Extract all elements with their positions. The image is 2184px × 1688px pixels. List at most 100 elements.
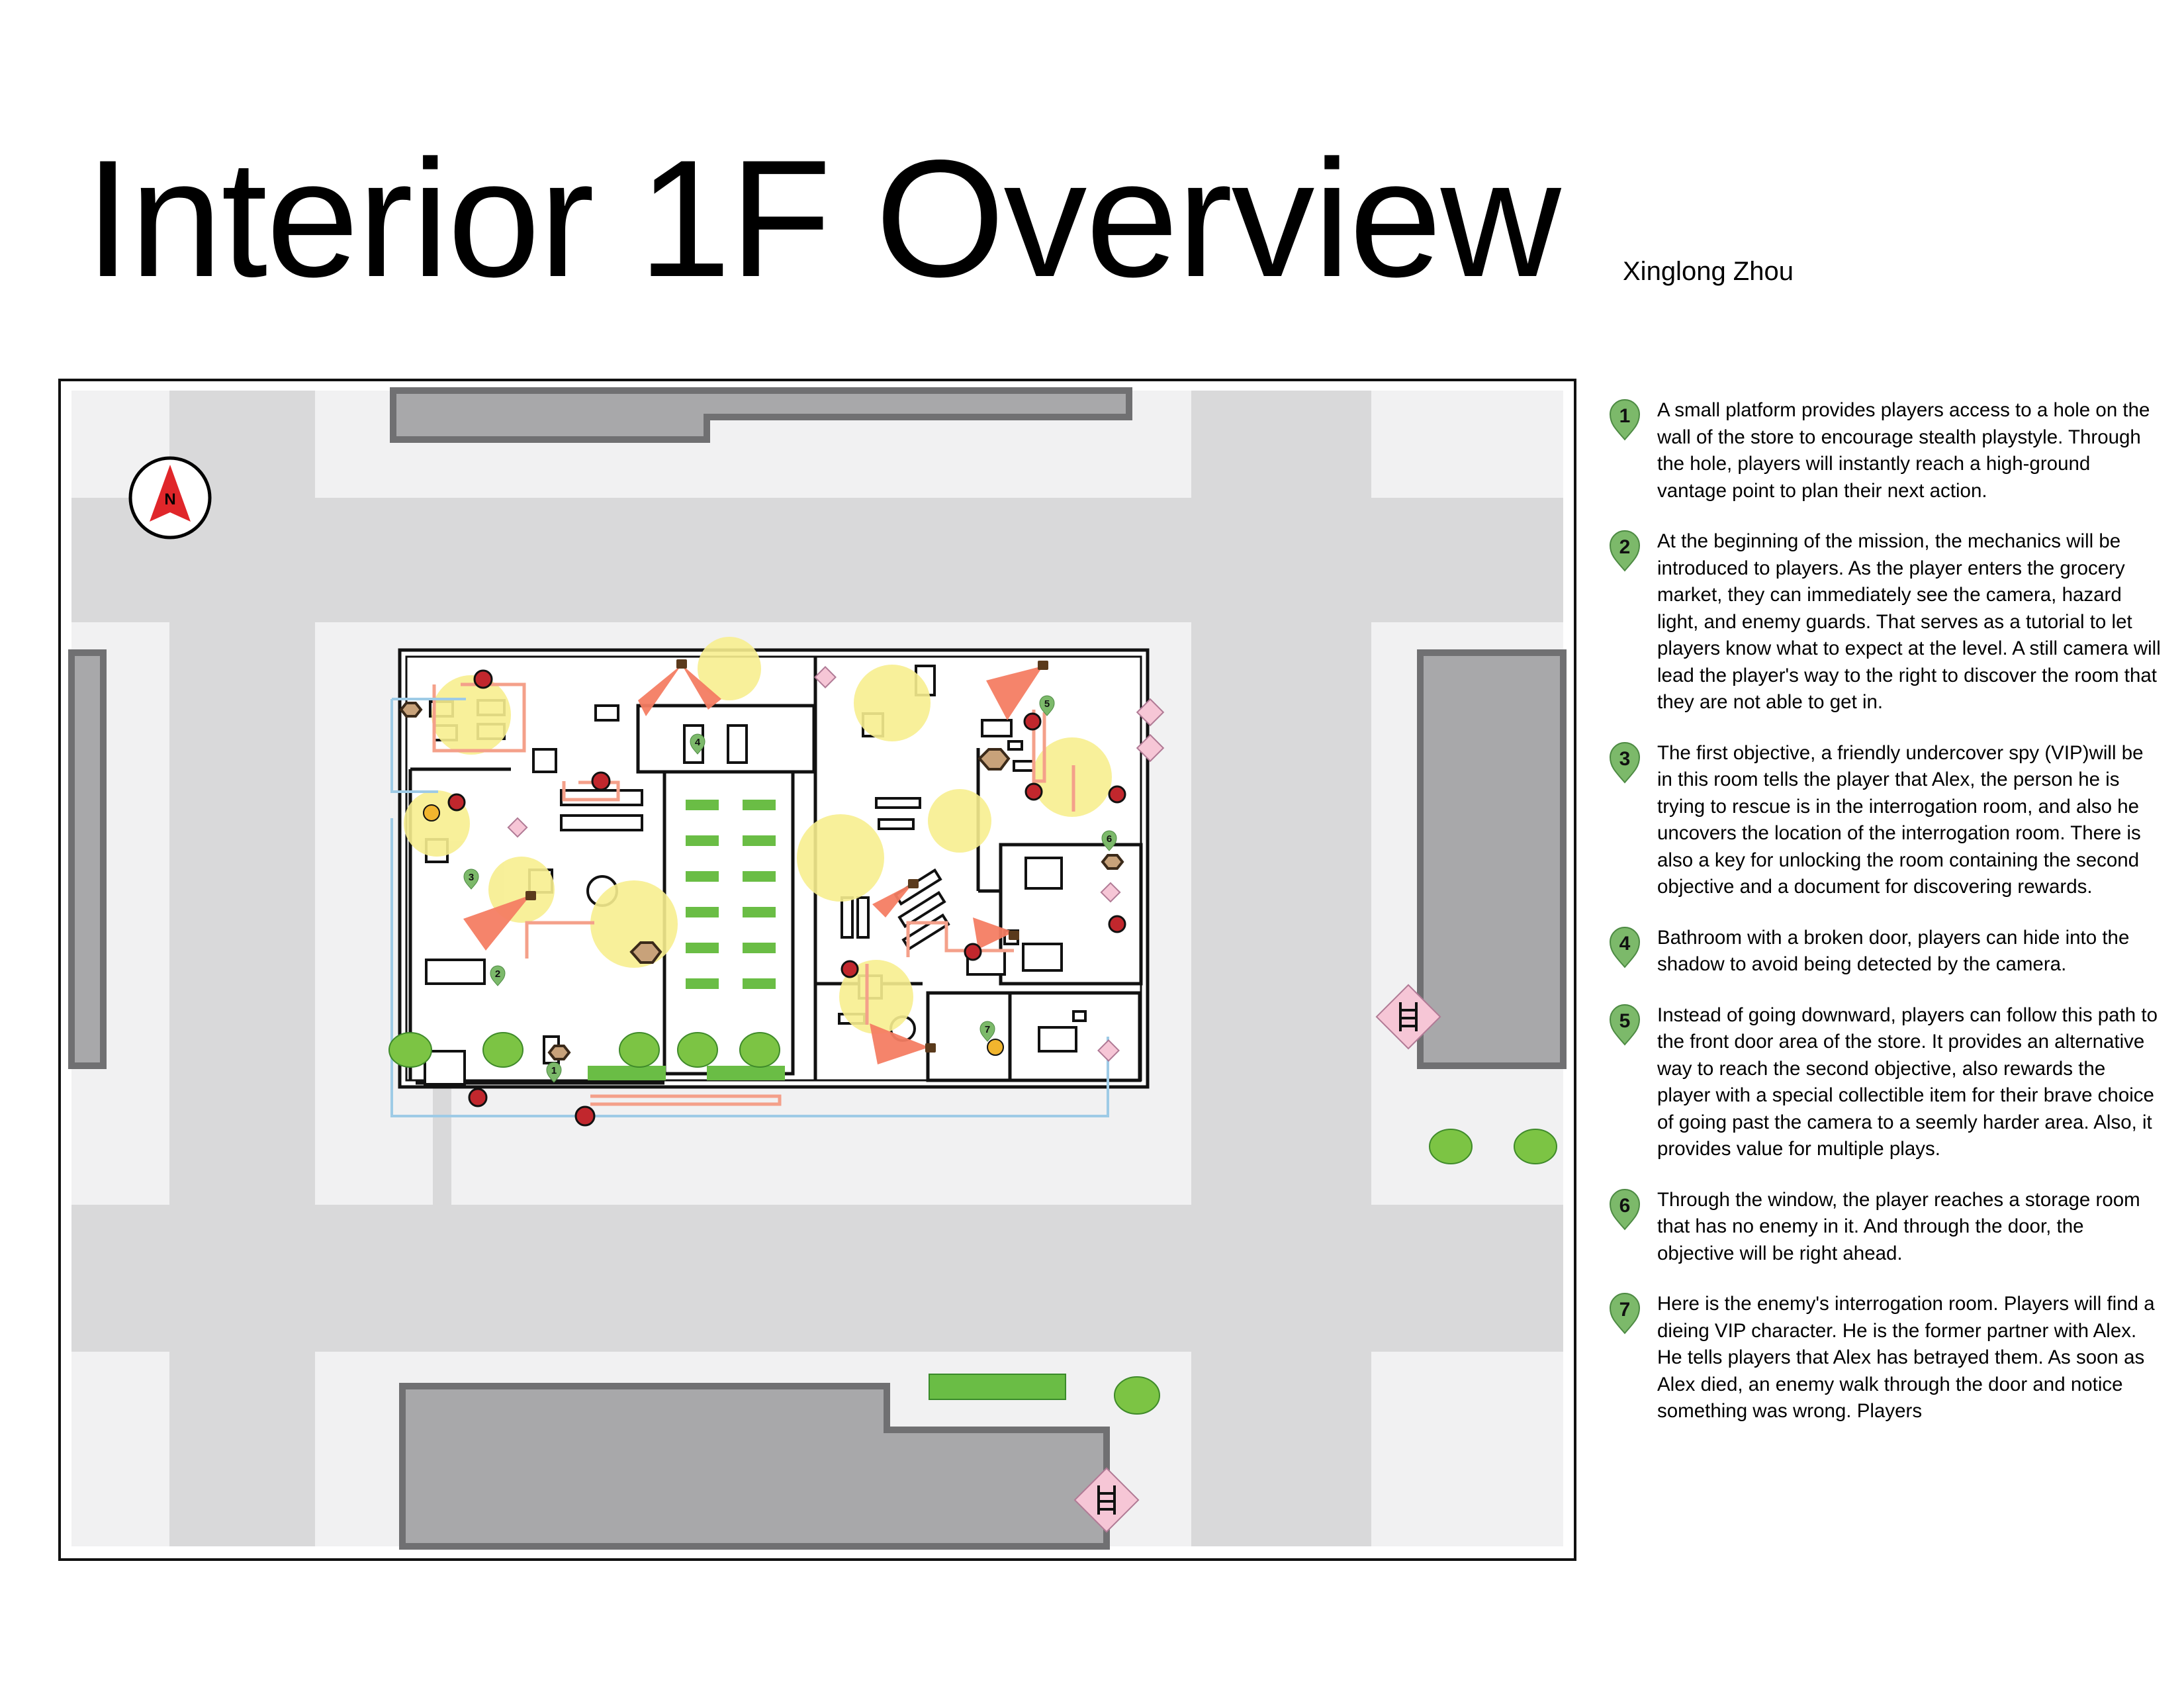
- box: [856, 896, 870, 939]
- pin-number: 2: [495, 968, 500, 980]
- building-west: [68, 649, 107, 1069]
- door-icon: [814, 666, 837, 688]
- shelf: [686, 871, 719, 882]
- note-text: Through the window, the player reaches a…: [1657, 1188, 2140, 1264]
- box: [981, 719, 1013, 737]
- ladder-icon: [1375, 984, 1441, 1050]
- ladder-icon: [1073, 1467, 1140, 1533]
- shelf: [743, 978, 776, 989]
- enemy-guards: [447, 669, 1126, 1127]
- note-item-6: 6 Through the window, the player reaches …: [1607, 1187, 2163, 1268]
- pin-number: 3: [1619, 748, 1631, 770]
- hazard-light: [698, 637, 761, 700]
- ladder-rungs: [1399, 1002, 1418, 1031]
- hazard-light: [432, 675, 511, 755]
- route-line: [390, 818, 1109, 1117]
- enemy-guard-icon: [447, 793, 466, 812]
- shelf: [686, 943, 719, 953]
- pin-shape: [1609, 399, 1641, 441]
- storage-room-wall: [999, 843, 1143, 986]
- box: [532, 748, 557, 773]
- map-pin-4: 4: [690, 733, 705, 755]
- pin-number: 2: [1619, 536, 1631, 558]
- enemy-guard-icon: [473, 669, 493, 689]
- shelf: [743, 871, 776, 882]
- pin-number: 6: [1107, 833, 1112, 845]
- box: [424, 1050, 466, 1086]
- player-route: [390, 698, 1109, 1117]
- note-text: The first objective, a friendly undercov…: [1657, 741, 2144, 898]
- shelf: [686, 800, 719, 810]
- patrol-path: [525, 921, 594, 959]
- pin-shape: [1609, 926, 1641, 968]
- camera-cone: [973, 917, 1014, 949]
- map-frame: N: [58, 379, 1576, 1561]
- camera-cone: [682, 665, 721, 710]
- pin-1: 1: [1609, 399, 1641, 441]
- box: [1024, 857, 1063, 890]
- note-text: At the beginning of the mission, the mec…: [1657, 530, 2161, 713]
- cover-icon: [547, 1045, 571, 1060]
- patrol-paths: [432, 682, 1075, 1106]
- pin-shape: [1609, 741, 1641, 784]
- pin-shape: [1609, 1293, 1641, 1335]
- enemy-guard-icon: [1108, 785, 1126, 804]
- pin-7: 7: [1609, 1293, 1641, 1335]
- door-icon: [1097, 1039, 1120, 1062]
- map-pin-7: 7: [979, 1021, 995, 1042]
- compass-label: N: [164, 491, 175, 508]
- door-icon: [507, 817, 528, 838]
- pin-shape: [1609, 530, 1641, 572]
- bush-icon: [619, 1032, 660, 1068]
- map-location-pins: 1 2 3 4 5 6 7: [463, 695, 1117, 1083]
- enemy-guard-icon: [841, 960, 859, 978]
- ladder-rungs: [1097, 1485, 1116, 1515]
- pin-shape: [1609, 1188, 1641, 1231]
- camera-icon: [676, 659, 687, 669]
- pin-6: 6: [1609, 1188, 1641, 1231]
- rack: [897, 890, 946, 929]
- bushes: [388, 1032, 1557, 1415]
- bush-icon: [677, 1032, 718, 1068]
- pin-shape: [1609, 1004, 1641, 1046]
- route-line: [390, 699, 438, 793]
- location-pin-icon: 4: [1609, 926, 1641, 968]
- location-pin-icon: 2: [1609, 530, 1641, 572]
- locked-door-icon: [1136, 733, 1165, 763]
- cover-icon: [399, 702, 423, 718]
- pin-2: 2: [1609, 530, 1641, 572]
- planter: [929, 1374, 1066, 1400]
- map-pin-5: 5: [1039, 695, 1055, 716]
- box: [727, 724, 748, 764]
- bush-icon: [1429, 1129, 1473, 1164]
- box: [878, 818, 915, 830]
- enemy-guard-icon: [574, 1105, 596, 1127]
- map-pin-3: 3: [463, 868, 479, 890]
- pin-number: 7: [985, 1024, 990, 1035]
- enemy-guard-icon: [591, 771, 611, 791]
- pin-number: 4: [1619, 933, 1631, 955]
- box: [1038, 1026, 1077, 1053]
- shelf: [686, 907, 719, 917]
- door-icon: [1100, 882, 1121, 903]
- hazard-light: [854, 665, 931, 741]
- box: [560, 814, 643, 831]
- camera-icon: [1009, 931, 1019, 940]
- pin-shape: [1101, 830, 1117, 851]
- shelf: [686, 835, 719, 846]
- box: [594, 704, 619, 722]
- pin-number: 1: [551, 1065, 557, 1076]
- box: [425, 959, 486, 985]
- compass: N: [128, 456, 212, 539]
- pin-3: 3: [1609, 741, 1641, 784]
- pin-shape: [463, 868, 479, 890]
- bush-icon: [1514, 1129, 1557, 1164]
- pin-shape: [979, 1021, 995, 1042]
- cover-icon: [629, 941, 662, 964]
- box: [875, 797, 921, 809]
- camera-cone: [986, 666, 1043, 720]
- hazard-light: [928, 789, 991, 853]
